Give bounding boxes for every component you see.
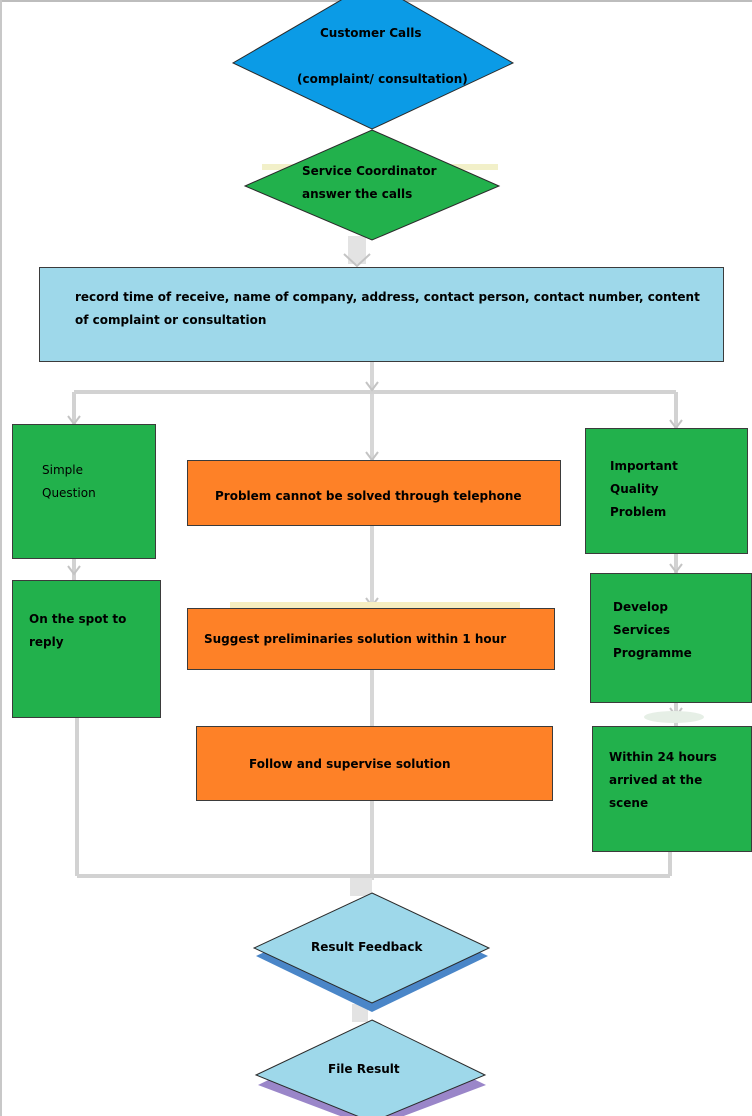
reply-line1: On the spot to [29, 612, 127, 626]
result-feedback-label: Result Feedback [311, 940, 423, 954]
record-line1: record time of receive, name of company,… [75, 290, 700, 304]
record-details-box: record time of receive, name of company,… [39, 267, 724, 362]
develop-line1: Develop [613, 600, 669, 614]
within-24-hours-box: Within 24 hours arrived at the scene [592, 726, 752, 852]
important-line3: Problem [610, 505, 667, 519]
coordinator-line1: Service Coordinator [302, 164, 437, 178]
coordinator-line2: answer the calls [302, 187, 413, 201]
customer-calls-subtitle: (complaint/ consultation) [297, 72, 468, 86]
simple-line1: Simple [42, 463, 83, 477]
within-line2: arrived at the [609, 773, 703, 787]
develop-programme-box: Develop Services Programme [590, 573, 752, 703]
within-line3: scene [609, 796, 649, 810]
develop-line3: Programme [613, 646, 692, 660]
result-feedback-diamond [252, 892, 491, 1004]
arrow-shaft-top [348, 236, 366, 264]
simple-question-box: Simple Question [12, 424, 156, 559]
problem-not-solved-box: Problem cannot be solved through telepho… [187, 460, 561, 526]
important-line1: Important [610, 459, 678, 473]
file-result-label: File Result [328, 1062, 400, 1076]
shade-accent-3 [644, 711, 704, 723]
on-the-spot-reply-box: On the spot to reply [12, 580, 161, 718]
record-line2: of complaint or consultation [75, 313, 267, 327]
simple-line2: Question [42, 486, 96, 500]
file-result-diamond [254, 1019, 487, 1116]
follow-text: Follow and supervise solution [249, 757, 451, 771]
suggest-text: Suggest preliminaries solution within 1 … [204, 632, 507, 646]
important-line2: Quality [610, 482, 659, 496]
shade-accent-2 [230, 602, 520, 608]
customer-calls-title: Customer Calls [320, 26, 422, 40]
within-line1: Within 24 hours [609, 750, 717, 764]
arrow-shaft-bottom [350, 876, 372, 896]
service-coordinator-diamond [243, 129, 501, 241]
follow-supervise-box: Follow and supervise solution [196, 726, 553, 801]
develop-line2: Services [613, 623, 671, 637]
customer-calls-diamond [231, 0, 515, 130]
branch-lines [72, 390, 678, 878]
problem-text: Problem cannot be solved through telepho… [215, 489, 522, 503]
arrow-shaft-file [352, 1004, 368, 1022]
reply-line2: reply [29, 635, 64, 649]
suggest-solution-box: Suggest preliminaries solution within 1 … [187, 608, 555, 670]
important-quality-box: Important Quality Problem [585, 428, 748, 554]
